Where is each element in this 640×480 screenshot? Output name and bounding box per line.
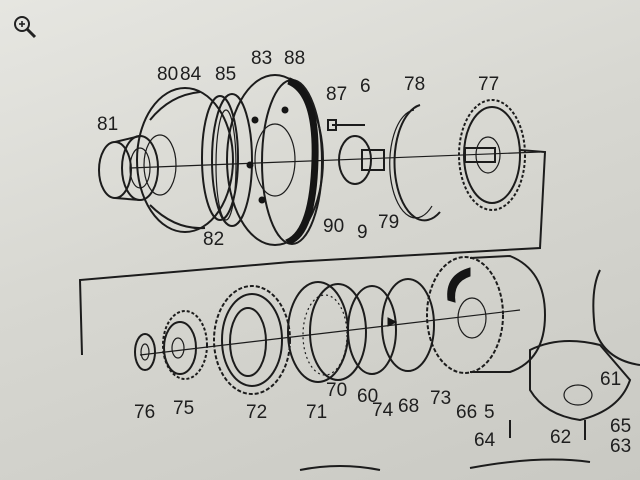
callout-74: 74: [372, 400, 394, 421]
callout-68: 68: [398, 396, 419, 417]
callout-6: 6: [360, 76, 371, 97]
callout-72: 72: [246, 402, 267, 423]
part-78-inner: [389, 109, 433, 219]
upper-axis-line: [129, 151, 541, 169]
part-74-ring: [347, 285, 397, 375]
callout-81: 81: [97, 114, 118, 135]
callout-9: 9: [357, 222, 368, 243]
part-75-gear: [162, 310, 208, 380]
part-83-housing: [226, 74, 324, 246]
part-84-ring: [201, 95, 239, 221]
part-87-bolt: [327, 119, 365, 131]
part-77-gear: [458, 99, 526, 211]
callout-79: 79: [378, 212, 399, 233]
bottom-part-edge: [299, 465, 381, 471]
callout-84: 84: [180, 64, 202, 85]
callout-62: 62: [550, 427, 571, 448]
callout-77: 77: [478, 74, 499, 95]
callout-60: 60: [357, 386, 378, 407]
callout-71: 71: [306, 402, 327, 423]
zoom-in-icon[interactable]: [10, 12, 40, 42]
callout-65: 65: [610, 416, 631, 437]
callout-82: 82: [203, 229, 224, 250]
callout-70: 70: [326, 380, 347, 401]
part-60-key: [387, 317, 398, 327]
part-82-spring: [215, 109, 237, 221]
part-61-housing: [509, 269, 640, 440]
part-71-bearing: [287, 281, 367, 383]
part-80-cover: [136, 87, 234, 233]
callout-87: 87: [326, 84, 347, 105]
part-68-ring: [381, 278, 435, 372]
callout-63: 63: [610, 436, 631, 457]
callout-76: 76: [134, 402, 155, 423]
callout-66: 66: [456, 402, 477, 423]
part-81-bushing: [98, 135, 159, 201]
part-6-hub: [338, 135, 385, 185]
lower-axis-line: [139, 309, 521, 356]
callout-61: 61: [600, 369, 621, 390]
callout-80: 80: [157, 64, 178, 85]
callout-83: 83: [251, 48, 272, 69]
part-76-washer: [134, 333, 156, 371]
callout-85: 85: [215, 64, 236, 85]
bottom-shaft-edge: [469, 458, 591, 469]
part-85-ring: [211, 93, 253, 227]
callout-78: 78: [404, 74, 425, 95]
part-73-drum: [426, 254, 547, 374]
callout-64: 64: [474, 430, 496, 451]
callout-88: 88: [284, 48, 305, 69]
callout-75: 75: [173, 398, 194, 419]
connector-frame: [78, 149, 547, 356]
callout-5: 5: [484, 402, 495, 423]
part-72-ring-gear: [213, 285, 291, 395]
callout-73: 73: [430, 388, 451, 409]
callout-90: 90: [323, 216, 344, 237]
part-78-snap-ring: [393, 104, 441, 222]
